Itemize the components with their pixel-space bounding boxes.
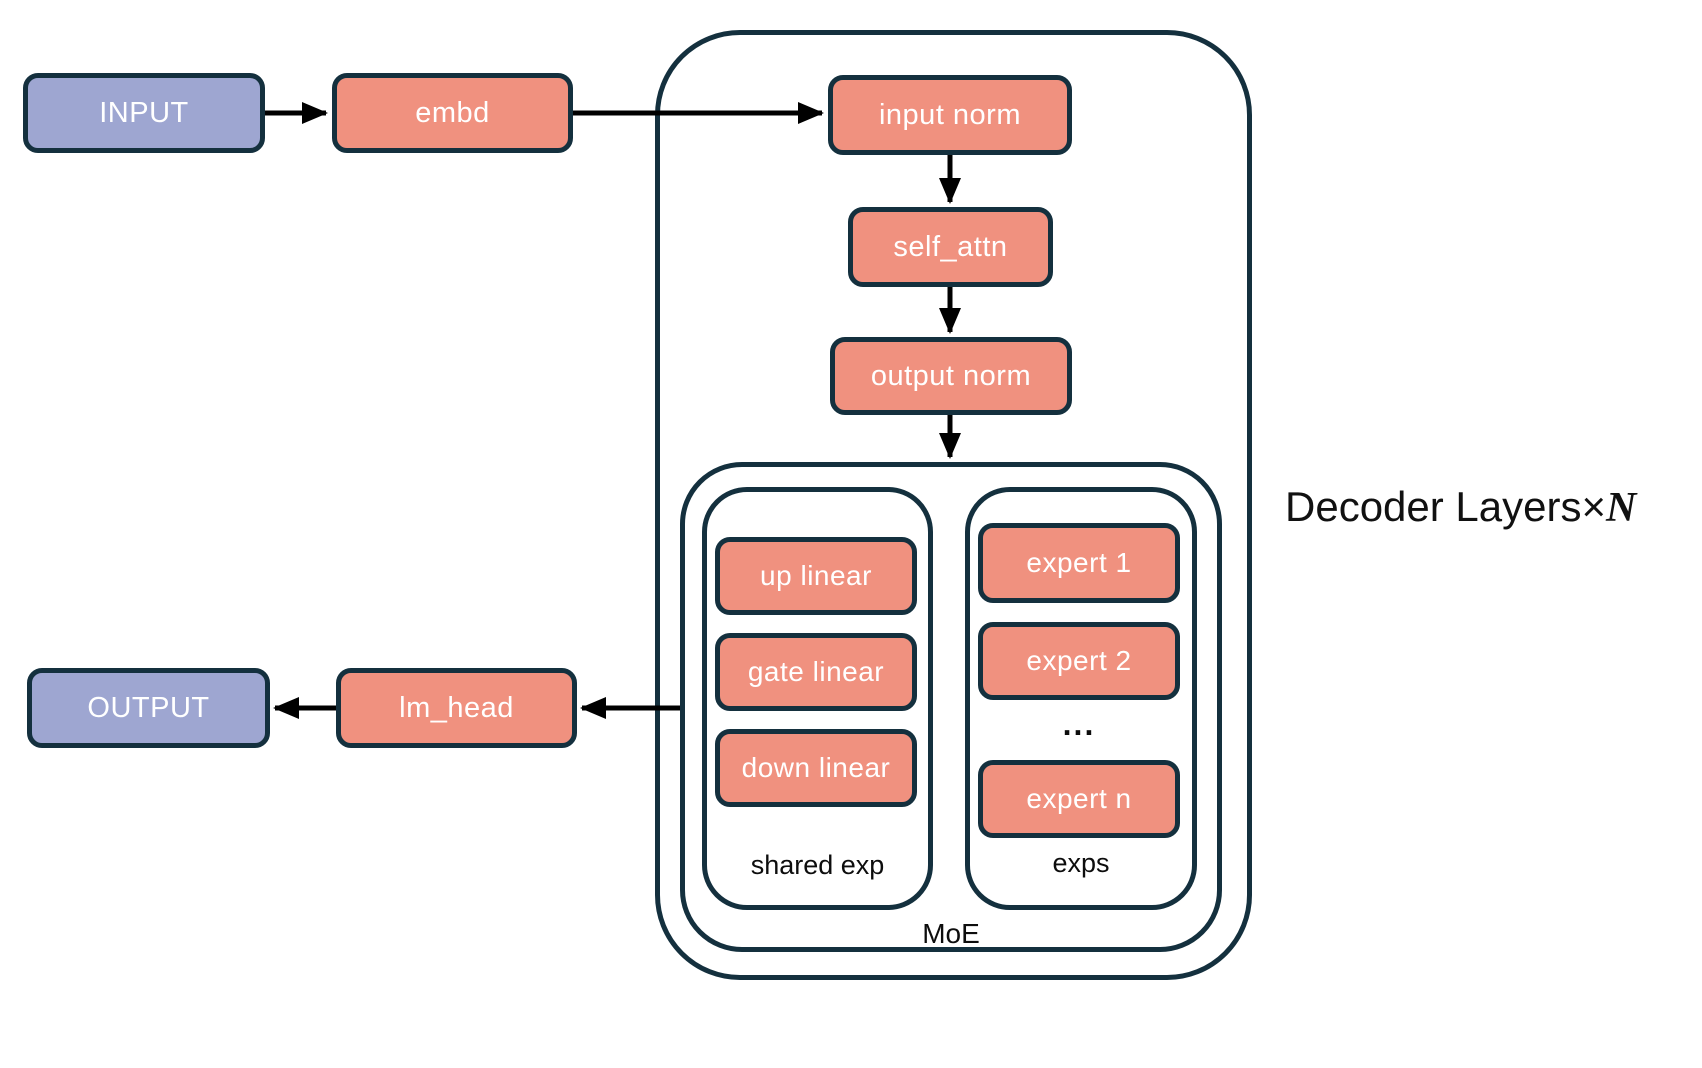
expert-n-node: expert n	[978, 760, 1180, 838]
expert-2-node: expert 2	[978, 622, 1180, 700]
embd-node: embd	[332, 73, 573, 153]
decoder-layers-caption-n: N	[1606, 485, 1637, 531]
exps-label: exps	[1052, 848, 1110, 878]
expert-1-node: expert 1	[978, 523, 1180, 603]
self-attn-node: self_attn	[848, 207, 1053, 287]
up-linear-node: up linear	[715, 537, 917, 615]
gate-linear-node: gate linear	[715, 633, 917, 711]
input-node: INPUT	[23, 73, 265, 153]
decoder-layers-caption: Decoder Layers×N	[1285, 483, 1636, 532]
lm-head-node: lm_head	[336, 668, 577, 748]
output-node: OUTPUT	[27, 668, 270, 748]
down-linear-node: down linear	[715, 729, 917, 807]
input-norm-node: input norm	[828, 75, 1072, 155]
moe-label: MoE	[922, 918, 980, 949]
experts-ellipsis: ...	[1062, 706, 1096, 742]
shared-exp-label: shared exp	[750, 850, 885, 880]
decoder-layers-caption-text: Decoder Layers×	[1285, 483, 1607, 530]
output-norm-node: output norm	[830, 337, 1072, 415]
